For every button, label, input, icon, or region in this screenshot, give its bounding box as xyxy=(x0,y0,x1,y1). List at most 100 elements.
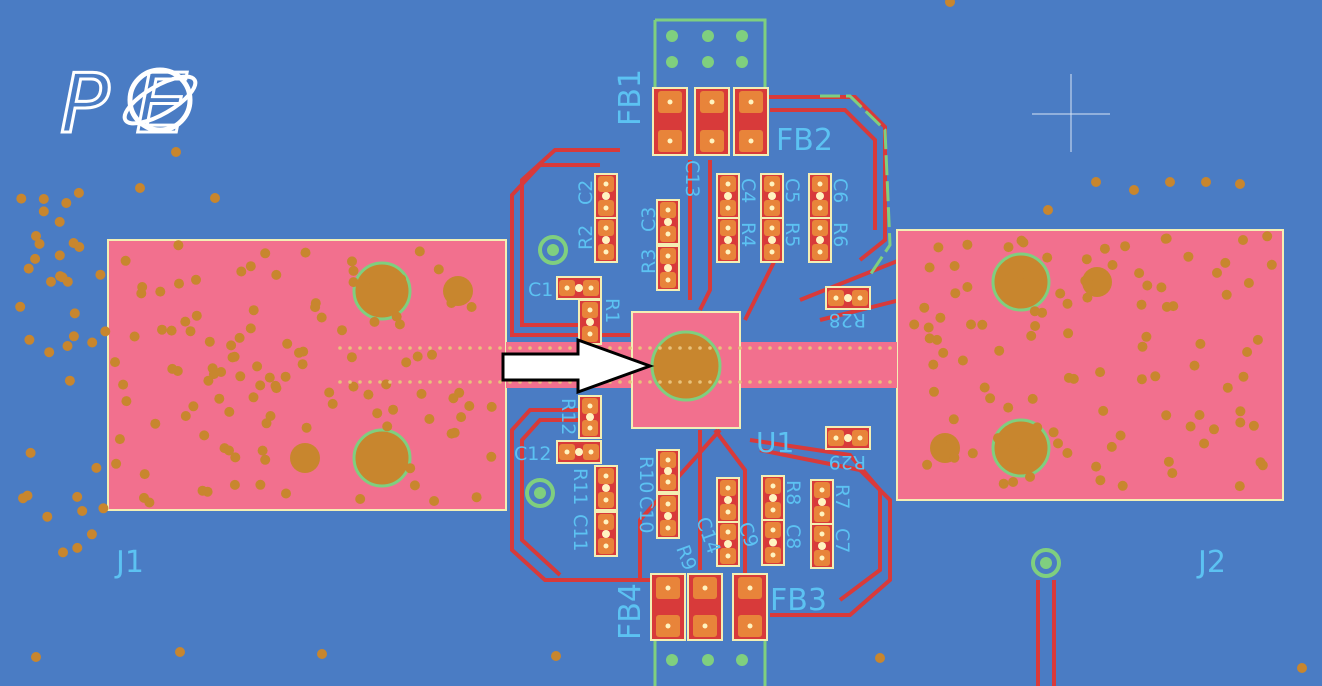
via-small xyxy=(368,380,372,384)
via xyxy=(950,288,961,299)
pad-center xyxy=(769,538,777,547)
via xyxy=(1137,341,1148,352)
via xyxy=(923,322,934,333)
logo: P E xyxy=(59,56,198,154)
pad-center xyxy=(665,253,671,259)
via xyxy=(1167,468,1178,479)
via xyxy=(118,379,129,390)
via xyxy=(1134,268,1145,279)
trace xyxy=(698,160,712,311)
via xyxy=(1008,270,1018,281)
pad-center xyxy=(747,585,753,591)
via-small xyxy=(638,346,642,350)
test-point-center xyxy=(547,244,559,256)
via-small xyxy=(548,346,552,350)
pad-center xyxy=(603,225,609,231)
via xyxy=(210,193,220,203)
via xyxy=(1235,417,1246,428)
via-small xyxy=(658,346,662,350)
pad-center xyxy=(586,318,594,326)
via-small xyxy=(358,346,362,350)
via xyxy=(1156,282,1167,293)
pad-center xyxy=(816,236,824,244)
via xyxy=(44,347,55,358)
via-small xyxy=(338,380,342,384)
via xyxy=(1185,421,1196,432)
via xyxy=(77,506,88,516)
via xyxy=(388,404,399,415)
pad-center xyxy=(817,205,823,211)
via-small xyxy=(888,380,892,384)
via xyxy=(310,298,321,309)
pad-center xyxy=(768,236,776,244)
pad-center xyxy=(768,192,776,200)
via xyxy=(214,393,225,404)
pad-center xyxy=(587,403,593,409)
via xyxy=(1235,179,1245,189)
via-small xyxy=(398,346,402,350)
via-small xyxy=(868,346,872,350)
via xyxy=(486,451,497,462)
via xyxy=(54,216,65,227)
via-small xyxy=(468,380,472,384)
via xyxy=(68,331,79,342)
via xyxy=(191,274,201,285)
via xyxy=(875,653,885,663)
pad-center xyxy=(770,552,776,558)
via-small xyxy=(358,380,362,384)
via xyxy=(327,398,338,409)
via xyxy=(446,428,457,439)
via xyxy=(957,355,968,366)
r11-label: R11 xyxy=(569,468,591,505)
via xyxy=(1248,420,1259,431)
pad-center xyxy=(857,295,863,301)
via xyxy=(382,421,393,432)
via xyxy=(317,649,327,659)
via xyxy=(171,147,181,157)
via xyxy=(257,445,268,456)
via xyxy=(1095,475,1106,486)
via xyxy=(424,414,435,424)
via xyxy=(464,401,475,411)
via-small xyxy=(628,380,632,384)
trace xyxy=(520,418,580,577)
test-point-center xyxy=(1040,557,1052,569)
pad-center xyxy=(564,449,570,455)
via xyxy=(1042,252,1053,263)
via xyxy=(396,274,407,285)
via xyxy=(173,240,184,251)
via-small xyxy=(498,346,502,350)
u1-label: U1 xyxy=(756,426,794,459)
via xyxy=(922,459,933,470)
via xyxy=(945,0,955,7)
via xyxy=(1095,367,1106,378)
test-point xyxy=(538,235,568,265)
via xyxy=(316,312,327,323)
via xyxy=(935,312,946,323)
via xyxy=(34,238,45,249)
trace-green xyxy=(820,94,892,276)
r2-label: R2 xyxy=(575,225,597,250)
c1-label: C1 xyxy=(528,279,553,301)
r6-label: R6 xyxy=(829,222,851,247)
via-small xyxy=(798,380,802,384)
pad-center xyxy=(724,236,732,244)
via-small xyxy=(348,346,352,350)
pad-center xyxy=(665,479,671,485)
pad-center xyxy=(575,448,583,456)
via xyxy=(486,401,497,412)
c3-label: C3 xyxy=(638,207,660,232)
via xyxy=(1030,321,1041,331)
c13-label: C13 xyxy=(681,160,703,197)
via xyxy=(998,478,1009,489)
via-small xyxy=(688,346,692,350)
via xyxy=(42,511,53,522)
pad-center xyxy=(665,623,671,629)
trace xyxy=(510,408,650,582)
pad-center xyxy=(725,485,731,491)
via-small xyxy=(618,346,622,350)
via xyxy=(1106,441,1117,452)
via xyxy=(416,388,427,399)
via xyxy=(429,496,440,506)
